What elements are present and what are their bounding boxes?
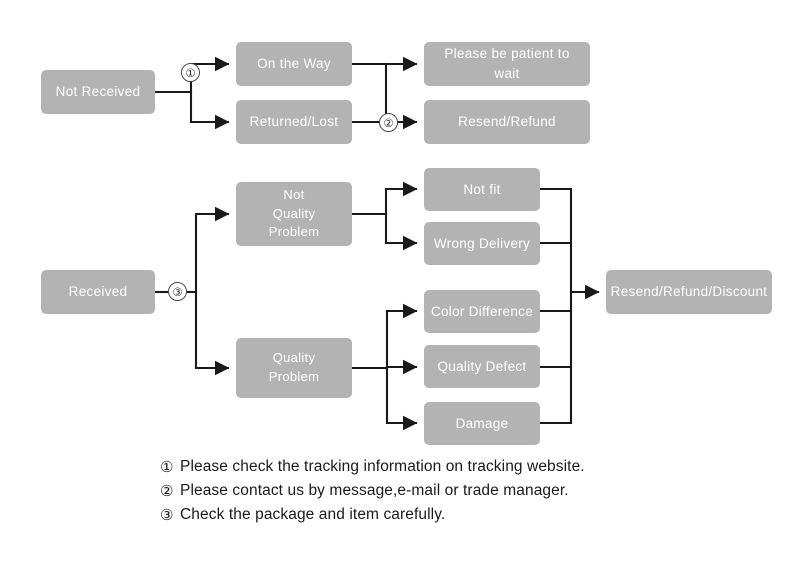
- node-received[interactable]: Received: [41, 270, 155, 314]
- node-wrong-delivery[interactable]: Wrong Delivery: [424, 222, 540, 265]
- legend-row: ② Please contact us by message,e-mail or …: [160, 481, 680, 505]
- legend-row: ① Please check the tracking information o…: [160, 457, 680, 481]
- legend-row: ③ Check the package and item carefully.: [160, 505, 680, 529]
- node-on-the-way[interactable]: On the Way: [236, 42, 352, 86]
- legend-text: Check the package and item carefully.: [180, 506, 446, 523]
- node-damage[interactable]: Damage: [424, 402, 540, 445]
- legend: ① Please check the tracking information o…: [160, 457, 680, 529]
- node-resend-refund[interactable]: Resend/Refund: [424, 100, 590, 144]
- node-not-received[interactable]: Not Received: [41, 70, 155, 114]
- legend-text: Please contact us by message,e-mail or t…: [180, 482, 569, 499]
- node-color-diff[interactable]: Color Difference: [424, 290, 540, 333]
- node-returned-lost[interactable]: Returned/Lost: [236, 100, 352, 144]
- node-quality-defect[interactable]: Quality Defect: [424, 345, 540, 388]
- node-resend-refund-discount[interactable]: Resend/Refund/Discount: [606, 270, 772, 314]
- marker-2: ②: [379, 113, 398, 132]
- legend-marker-icon: ③: [160, 506, 174, 524]
- legend-marker-icon: ②: [160, 482, 174, 500]
- legend-text: Please check the tracking information on…: [180, 458, 585, 475]
- marker-3: ③: [168, 282, 187, 301]
- legend-marker-icon: ①: [160, 458, 174, 476]
- node-not-fit[interactable]: Not fit: [424, 168, 540, 211]
- marker-1: ①: [181, 63, 200, 82]
- node-be-patient[interactable]: Please be patient to wait: [424, 42, 590, 86]
